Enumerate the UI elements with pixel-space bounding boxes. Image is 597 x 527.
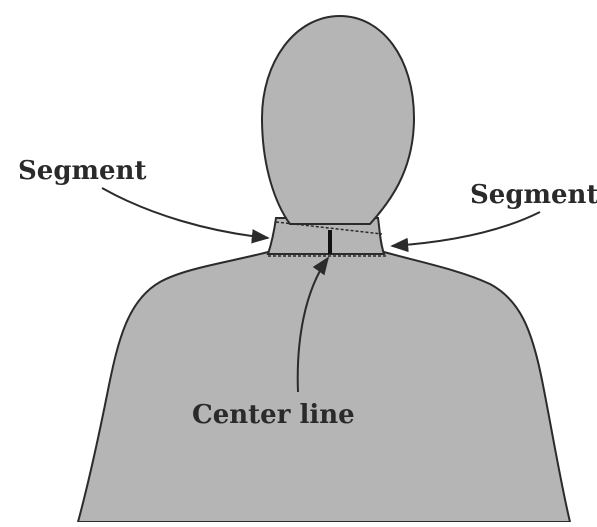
arrow-right-segment bbox=[390, 211, 541, 253]
arrow-left-segment bbox=[101, 187, 270, 244]
neck-shape bbox=[266, 217, 386, 255]
torso-shape bbox=[76, 251, 572, 523]
head-shape bbox=[260, 14, 416, 225]
segment-right-label: Segment bbox=[470, 180, 597, 210]
segment-upper-boundary bbox=[275, 221, 383, 235]
arrow-center-line bbox=[296, 256, 330, 393]
center-line-label: Center line bbox=[192, 400, 355, 430]
segment-left-label: Segment bbox=[18, 156, 147, 186]
